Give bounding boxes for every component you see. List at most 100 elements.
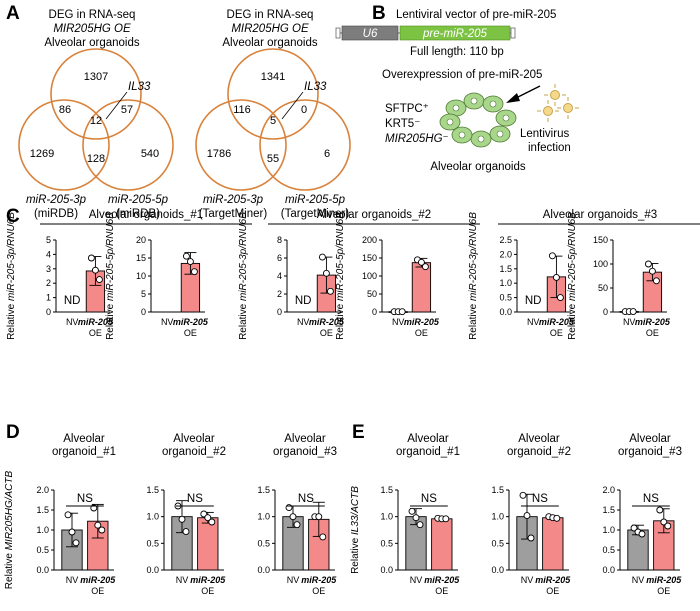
venn-1-count-left-right: 128 bbox=[87, 153, 105, 165]
venn-2-left-label: miR-205-3p bbox=[203, 194, 264, 206]
marker-sftpc: SFTPC⁺ bbox=[385, 103, 429, 115]
y-tick-label: 0.0 bbox=[380, 565, 393, 575]
venn-2-count-center: 5 bbox=[270, 115, 276, 127]
data-point bbox=[64, 511, 72, 519]
y-tick-label: 0.0 bbox=[499, 307, 512, 317]
vector-title: Lentiviral vector of pre-miR-205 bbox=[396, 9, 556, 21]
x-tick-label-mir-205: miR-205 bbox=[535, 575, 571, 585]
data-point bbox=[190, 268, 198, 276]
cell-nucleus bbox=[446, 118, 454, 126]
venn-1-callout-label: IL33 bbox=[128, 81, 151, 93]
y-tick-label: 1.5 bbox=[499, 264, 512, 274]
venn-1-circle-left bbox=[18, 99, 110, 191]
y-tick-label: 15 bbox=[136, 253, 146, 263]
venn-2-right-label: miR-205-5p bbox=[285, 194, 346, 206]
data-point bbox=[660, 518, 668, 526]
bar-mir-205-oe bbox=[411, 262, 432, 313]
vector-right-end bbox=[510, 27, 516, 39]
bar-chart-10: Alveolarorganoid_#10.00.51.01.5Relative … bbox=[350, 433, 460, 596]
y-tick-label: 2.5 bbox=[499, 235, 512, 245]
y-tick-label: 0.0 bbox=[146, 565, 159, 575]
y-tick-label: 1 bbox=[46, 293, 51, 303]
data-point bbox=[421, 263, 429, 271]
organoid-label: Alveolar organoids bbox=[430, 161, 526, 173]
venn-2-right-source: (TargetMiner) bbox=[281, 208, 350, 220]
group-header-3: Alveolar organoids_#3 bbox=[543, 209, 657, 221]
y-axis-label: Relative miR-205-5p/RNU6B bbox=[335, 212, 346, 340]
venn-1-count-right: 540 bbox=[141, 148, 159, 160]
y-tick-label: 150 bbox=[362, 253, 377, 263]
chart-title-line-1: Alveolar bbox=[173, 433, 215, 445]
data-point bbox=[182, 528, 190, 536]
x-tick-label-nv: NV bbox=[161, 317, 174, 327]
data-point bbox=[98, 526, 106, 534]
data-point bbox=[664, 522, 672, 530]
y-tick-label: 1.0 bbox=[491, 512, 504, 522]
x-tick-label-mir-205: miR-205 bbox=[646, 575, 682, 585]
data-point bbox=[318, 253, 326, 261]
data-point bbox=[412, 514, 420, 522]
venn-2-count-top-left: 116 bbox=[233, 104, 251, 116]
data-point bbox=[68, 528, 76, 536]
venn-2-count-left-right: 55 bbox=[267, 153, 279, 165]
data-point bbox=[417, 258, 425, 266]
bar-mir-205-oe bbox=[542, 517, 564, 571]
cell-nucleus bbox=[502, 114, 510, 122]
lentivirus-label-1: Lentivirus bbox=[520, 128, 569, 140]
y-tick-label: 6 bbox=[277, 253, 282, 263]
bar-mir-205-oe bbox=[197, 517, 219, 571]
data-point bbox=[638, 530, 646, 538]
cell-nucleus bbox=[470, 97, 478, 105]
y-axis-label: Relative IL33/ACTB bbox=[350, 486, 361, 574]
y-tick-label: 50 bbox=[367, 289, 377, 299]
chart-title-line-1: Alveolar bbox=[63, 433, 105, 445]
x-tick-label-nv: NV bbox=[392, 317, 405, 327]
y-tick-label: 1.0 bbox=[380, 512, 393, 522]
venn-1-left-label: miR-205-3p bbox=[26, 194, 87, 206]
y-tick-label: 1.5 bbox=[146, 485, 159, 495]
y-tick-label: 2.0 bbox=[36, 485, 49, 495]
not-detected-label: ND bbox=[525, 295, 542, 307]
chart-title-line-1: Alveolar bbox=[284, 433, 326, 445]
y-tick-label: 0.5 bbox=[491, 538, 504, 548]
cell-nucleus bbox=[458, 131, 466, 139]
data-point bbox=[648, 267, 656, 275]
x-tick-label-nv: NV bbox=[66, 575, 79, 585]
data-point bbox=[182, 252, 190, 260]
pre-mir-205-label: pre-miR-205 bbox=[422, 28, 488, 40]
cell-nucleus bbox=[477, 135, 485, 143]
chart-title-line-2: organoid_#1 bbox=[396, 446, 460, 458]
y-tick-label: 1.0 bbox=[36, 525, 49, 535]
x-tick-label-oe: OE bbox=[89, 328, 102, 338]
u6-promoter-label: U6 bbox=[363, 28, 378, 40]
x-tick-label-nv: NV bbox=[176, 575, 189, 585]
y-tick-label: 0.0 bbox=[36, 565, 49, 575]
x-tick-label-mir-205: miR-205 bbox=[190, 575, 226, 585]
x-tick-label-oe: OE bbox=[201, 586, 214, 596]
data-point bbox=[95, 276, 103, 284]
x-tick-label-oe: OE bbox=[646, 328, 659, 338]
x-tick-label-nv: NV bbox=[632, 575, 645, 585]
cell-nucleus bbox=[496, 130, 504, 138]
data-point bbox=[72, 539, 80, 547]
x-tick-label-mir-205: miR-205 bbox=[80, 575, 116, 585]
venn-1-circle-right bbox=[82, 99, 174, 191]
x-tick-label-mir-205: miR-205 bbox=[301, 575, 337, 585]
y-tick-label: 5 bbox=[46, 235, 51, 245]
panel-label-a: A bbox=[6, 3, 20, 24]
y-tick-label: 0.5 bbox=[36, 545, 49, 555]
chart-title-line-1: Alveolar bbox=[629, 433, 671, 445]
alveolar-organoid-cells bbox=[439, 92, 517, 148]
data-point bbox=[442, 515, 450, 523]
overexpression-title: Overexpression of pre-miR-205 bbox=[382, 69, 542, 81]
y-tick-label: 1.5 bbox=[380, 485, 393, 495]
venn-1-count-center: 12 bbox=[90, 115, 102, 127]
y-axis-label: Relative miR-205-5p/RNU6B bbox=[567, 212, 578, 340]
y-tick-label: 4 bbox=[277, 271, 282, 281]
lentivirus-icon bbox=[537, 84, 579, 122]
arrow-icon bbox=[506, 85, 541, 103]
